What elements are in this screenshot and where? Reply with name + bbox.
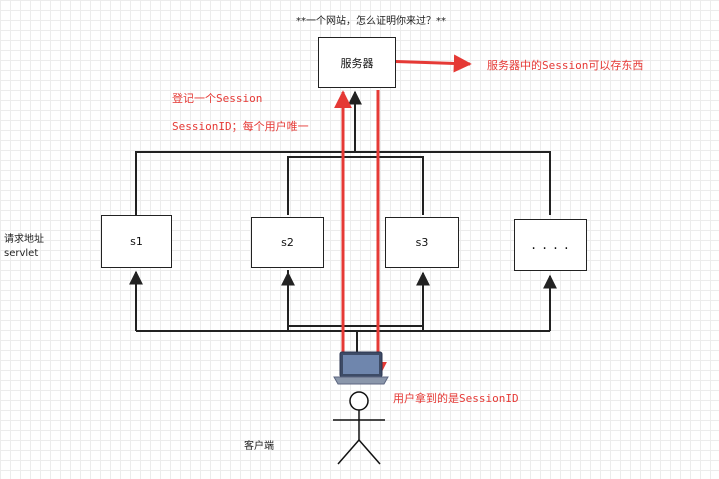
- client-label: 客户端: [244, 437, 274, 452]
- user-gets-session-id-annotation: 用户拿到的是SessionID: [393, 390, 519, 406]
- session-id-annotation: SessionID；每个用户唯一: [172, 118, 309, 134]
- diagram-title: **一个网站，怎么证明你来过？**: [296, 12, 446, 27]
- request-address-label: 请求地址 servlet: [4, 233, 44, 261]
- server-node-label: . . . .: [531, 237, 569, 253]
- user-stick-figure-icon: [333, 392, 385, 464]
- server-node-label: s1: [130, 235, 143, 248]
- server-node-s1: s1: [101, 215, 172, 268]
- server-node-label: s3: [416, 236, 429, 249]
- server-node-s3: s3: [385, 217, 459, 268]
- request-address-line2: servlet: [4, 247, 44, 261]
- server-node-label: s2: [281, 236, 294, 249]
- server-node-more: . . . .: [514, 219, 587, 271]
- connector-s2-top: [288, 157, 423, 215]
- inner-bus: [288, 270, 423, 331]
- server-label: 服务器: [341, 55, 374, 71]
- server-box: 服务器: [318, 37, 396, 88]
- request-address-line1: 请求地址: [4, 233, 44, 247]
- server-store-annotation: 服务器中的Session可以存东西: [487, 57, 643, 73]
- register-session-annotation: 登记一个Session: [172, 90, 262, 106]
- server-node-s2: s2: [251, 217, 324, 268]
- laptop-icon: [334, 352, 388, 384]
